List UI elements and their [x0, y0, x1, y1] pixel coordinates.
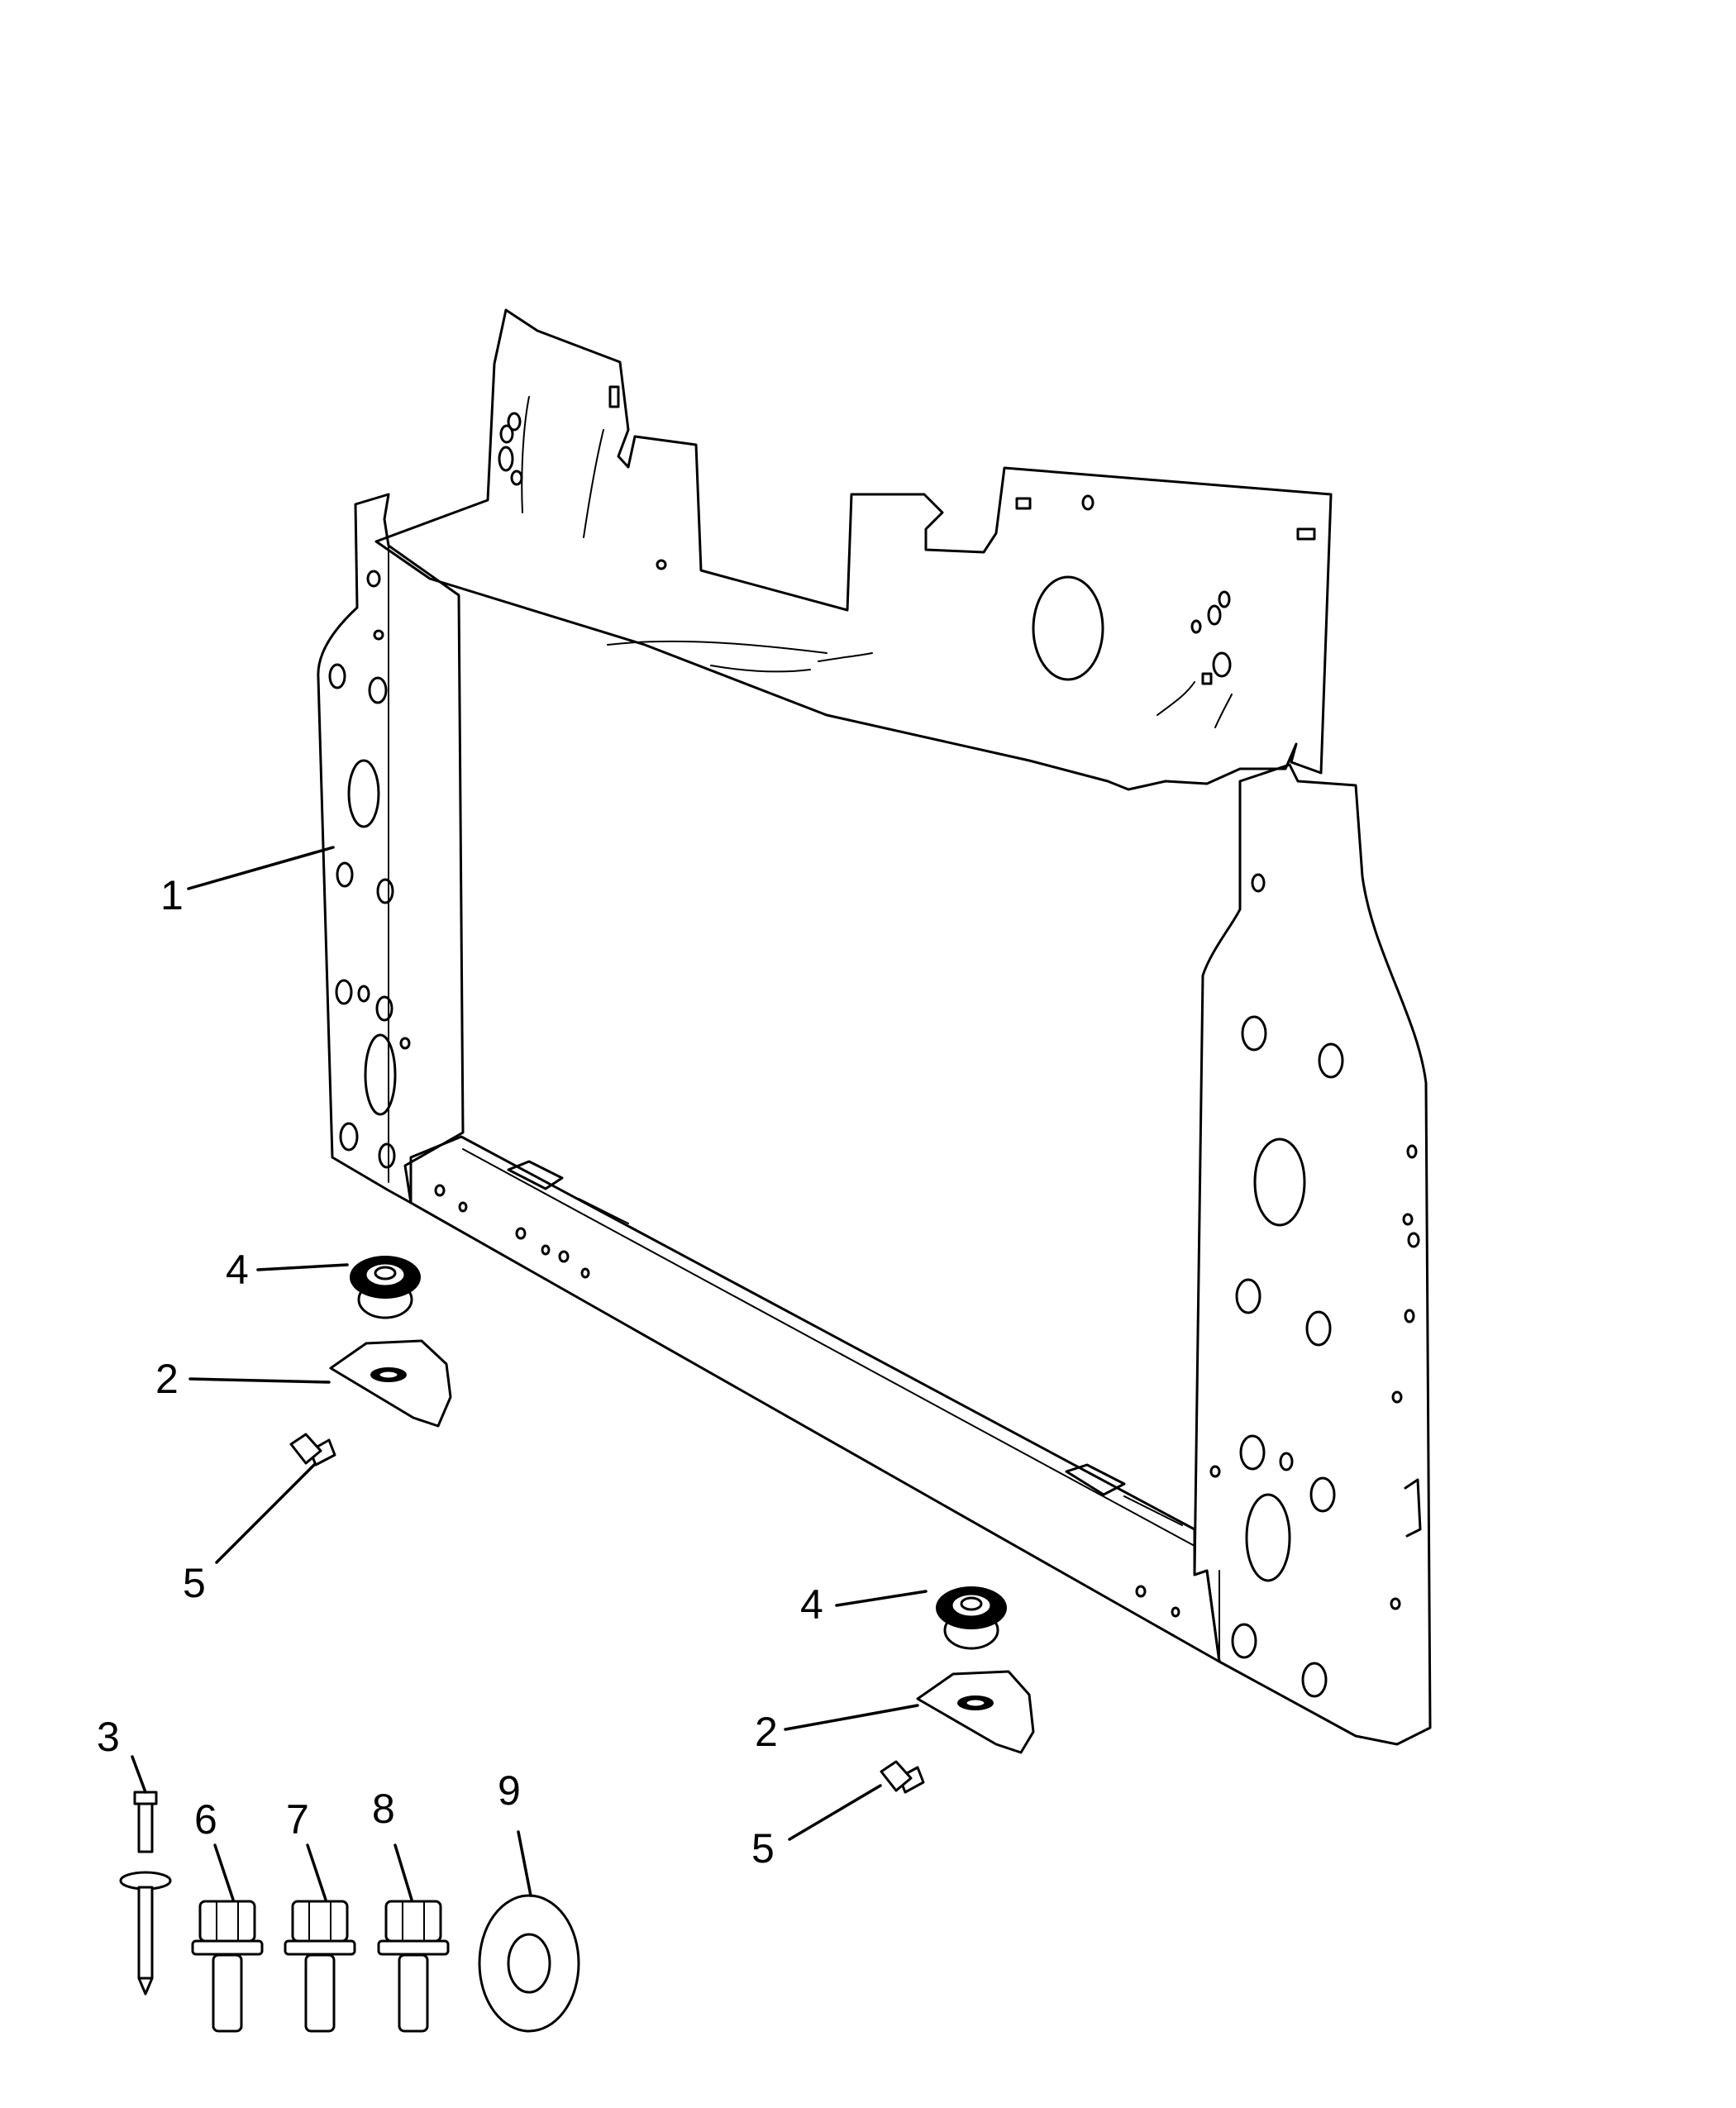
bolt-small-right — [880, 1760, 925, 1794]
callout-4-right: 4 — [800, 1581, 823, 1628]
callout-7: 7 — [286, 1796, 309, 1843]
callout-8: 8 — [372, 1786, 395, 1832]
callout-1: 1 — [160, 872, 184, 918]
callout-6: 6 — [194, 1796, 217, 1843]
flange-bolt-8 — [377, 1900, 450, 2033]
flange-bolt-6 — [191, 1900, 264, 2033]
callout-5-left: 5 — [183, 1560, 206, 1606]
callout-3: 3 — [97, 1714, 120, 1760]
callout-9: 9 — [498, 1767, 521, 1814]
bracket-right — [916, 1670, 1035, 1754]
radiator-support-frame — [317, 308, 1432, 1746]
bushing-left — [350, 1256, 421, 1319]
bushing-right — [936, 1586, 1007, 1650]
callout-2-left: 2 — [155, 1356, 179, 1402]
callout-5-right: 5 — [751, 1825, 775, 1872]
leader-lines — [131, 846, 928, 1901]
flange-bolt-7 — [284, 1900, 356, 2033]
callouts: 1 2 2 3 4 4 5 5 6 7 8 9 — [97, 872, 823, 1872]
callout-2-right: 2 — [755, 1709, 778, 1755]
rivet — [119, 1791, 172, 1996]
bracket-left — [329, 1339, 452, 1428]
callout-4-left: 4 — [226, 1247, 249, 1293]
washer — [478, 1894, 580, 2033]
bolt-small-left — [289, 1433, 336, 1467]
